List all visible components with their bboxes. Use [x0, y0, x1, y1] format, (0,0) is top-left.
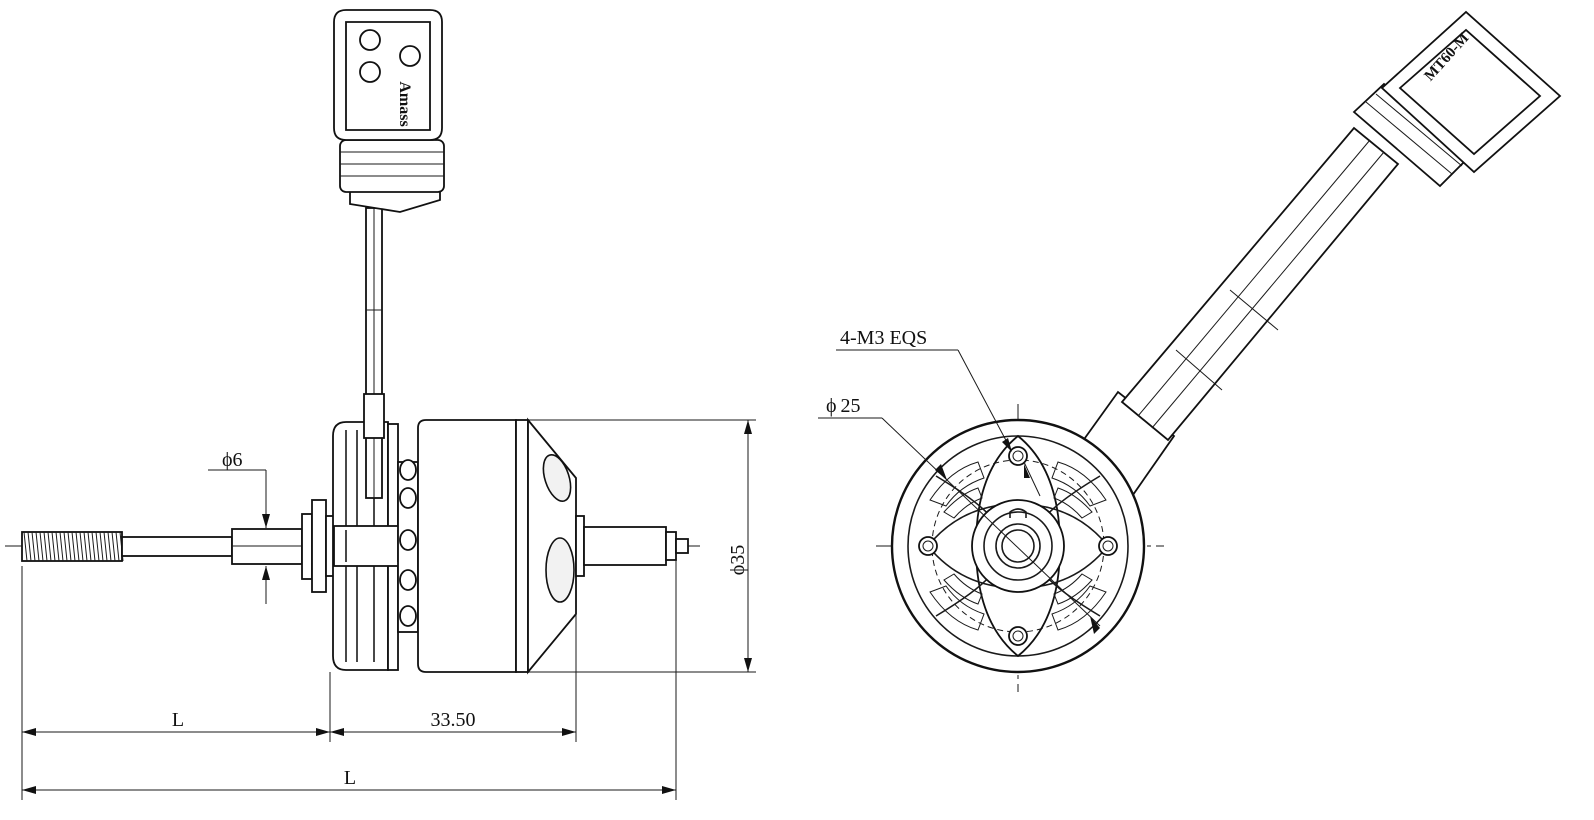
thread-line — [67, 531, 72, 562]
svg-text:ϕ25: ϕ25 — [826, 395, 861, 417]
diameter-symbol-2: ϕ — [727, 565, 749, 576]
thread-line — [75, 531, 80, 562]
body-diameter-value: 35 — [727, 545, 749, 565]
length-extension-lines — [21, 560, 677, 800]
length-label-upper: L — [172, 709, 184, 731]
shaft-diameter-dimension: ϕ6 — [208, 449, 270, 604]
thread-line — [35, 531, 40, 562]
motor-can — [417, 417, 585, 675]
front-view: MT60-M — [818, 10, 1562, 692]
mount-circle-value: 25 — [841, 395, 861, 417]
thread-line — [79, 531, 84, 562]
thread-line — [59, 531, 64, 562]
thread-line — [23, 531, 28, 562]
upper-length-dimensions: L 33.50 — [22, 709, 576, 736]
thread-line — [107, 531, 112, 562]
thread-line — [111, 531, 116, 562]
thread-line — [95, 531, 100, 562]
front-housing — [890, 418, 1146, 674]
length-label-total: L — [344, 767, 356, 789]
mount-hole-callout: 4-M3 EQS — [836, 327, 1041, 497]
thread-line — [115, 531, 120, 562]
svg-text:ϕ6: ϕ6 — [222, 449, 243, 471]
thread-line — [31, 531, 36, 562]
body-length-value: 33.50 — [431, 709, 476, 731]
thread-line — [71, 531, 76, 562]
thread-line — [51, 531, 56, 562]
cable-assembly: Amass — [333, 9, 445, 499]
thread-line — [99, 531, 104, 562]
thread-line — [87, 531, 92, 562]
thread-line — [103, 531, 108, 562]
side-view: Amass ϕ6 ϕ35 — [5, 9, 756, 800]
threaded-shaft — [21, 528, 303, 565]
total-length-dimension: L — [22, 767, 676, 794]
thread-line — [83, 531, 88, 562]
output-shaft — [583, 526, 689, 566]
svg-text:ϕ35: ϕ35 — [727, 545, 749, 576]
thread-line — [43, 531, 48, 562]
shaft-collar — [301, 499, 335, 593]
connector-brand: Amass — [396, 81, 413, 126]
mount-holes-label: 4-M3 EQS — [840, 327, 927, 349]
stator-windings — [397, 459, 419, 633]
diagonal-cable-assembly: MT60-M — [1070, 10, 1562, 504]
shaft-diameter-value: 6 — [233, 449, 243, 471]
thread-line — [39, 531, 44, 562]
thread-line — [55, 531, 60, 562]
thread-line — [27, 531, 32, 562]
diameter-symbol-3: ϕ — [826, 395, 837, 417]
thread-line — [47, 531, 52, 562]
diameter-symbol: ϕ — [222, 449, 233, 471]
thread-line — [91, 531, 96, 562]
body-diameter-dimension: ϕ35 — [528, 419, 756, 673]
thread-line — [63, 531, 68, 562]
